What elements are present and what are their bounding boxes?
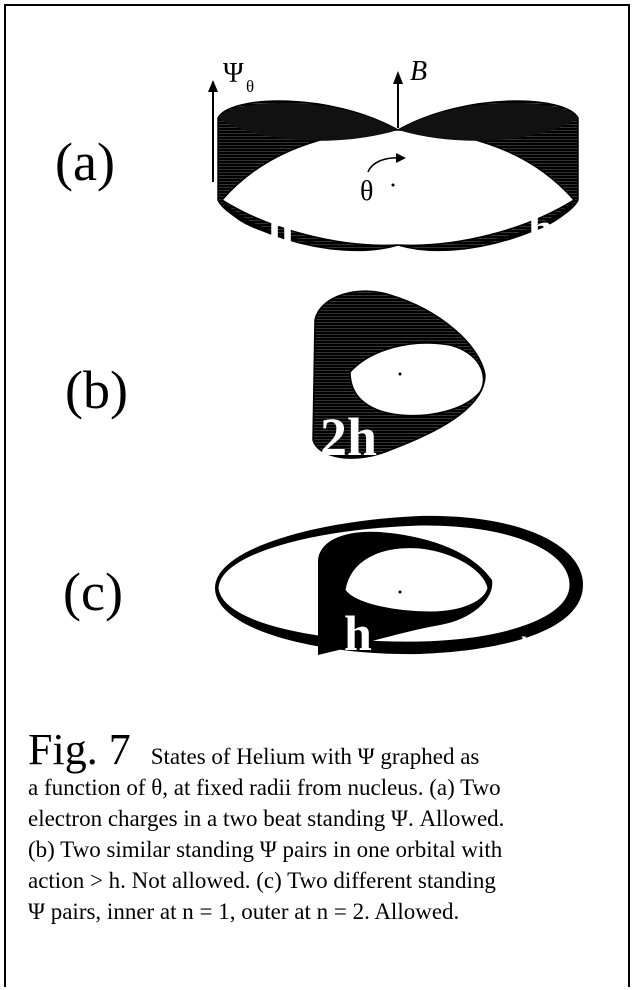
panel-c-h-inner: h (344, 605, 372, 661)
figure-frame (4, 4, 630, 987)
psi-label: Ψ (223, 58, 244, 89)
center-dot-b (398, 372, 402, 376)
panel-a-h-left: h (268, 203, 294, 254)
panel-c-inner-band (318, 531, 493, 655)
caption-line-4: (b) Two similar standing Ψ pairs in one … (28, 837, 503, 862)
center-dot-c (398, 590, 402, 594)
panel-a-band (217, 100, 579, 252)
figure-caption: Fig. 7 States of Helium with Ψ graphed as… (28, 728, 618, 927)
caption-line-3: electron charges in a two beat standing … (28, 806, 505, 831)
b-axis-arrowhead (393, 71, 403, 84)
theta-label: θ (360, 176, 373, 207)
panel-c-h-outer: h (521, 632, 533, 657)
caption-line-6: Ψ pairs, inner at n = 1, outer at n = 2.… (28, 899, 460, 924)
b-label: B (410, 56, 427, 87)
caption-line-2: a function of θ, at fixed radii from nuc… (28, 775, 501, 800)
panel-a-h-right: h (528, 203, 554, 254)
figure-title: Fig. 7 (28, 725, 131, 774)
center-dot-a (391, 183, 395, 187)
psi-axis-arrowhead (208, 80, 218, 92)
panel-c-label: (c) (63, 562, 123, 622)
panel-b-label: (b) (65, 360, 128, 420)
psi-subscript: θ (246, 77, 254, 96)
caption-line-5: action > h. Not allowed. (c) Two differe… (28, 868, 496, 893)
theta-arrowhead (396, 153, 406, 163)
figure-drawing: h h Ψ θ B θ 2h h h (208, 56, 583, 661)
panel-b-2h: 2h (320, 407, 377, 467)
panel-a-label: (a) (55, 132, 115, 192)
caption-line-1: States of Helium with Ψ graphed as (150, 744, 480, 769)
